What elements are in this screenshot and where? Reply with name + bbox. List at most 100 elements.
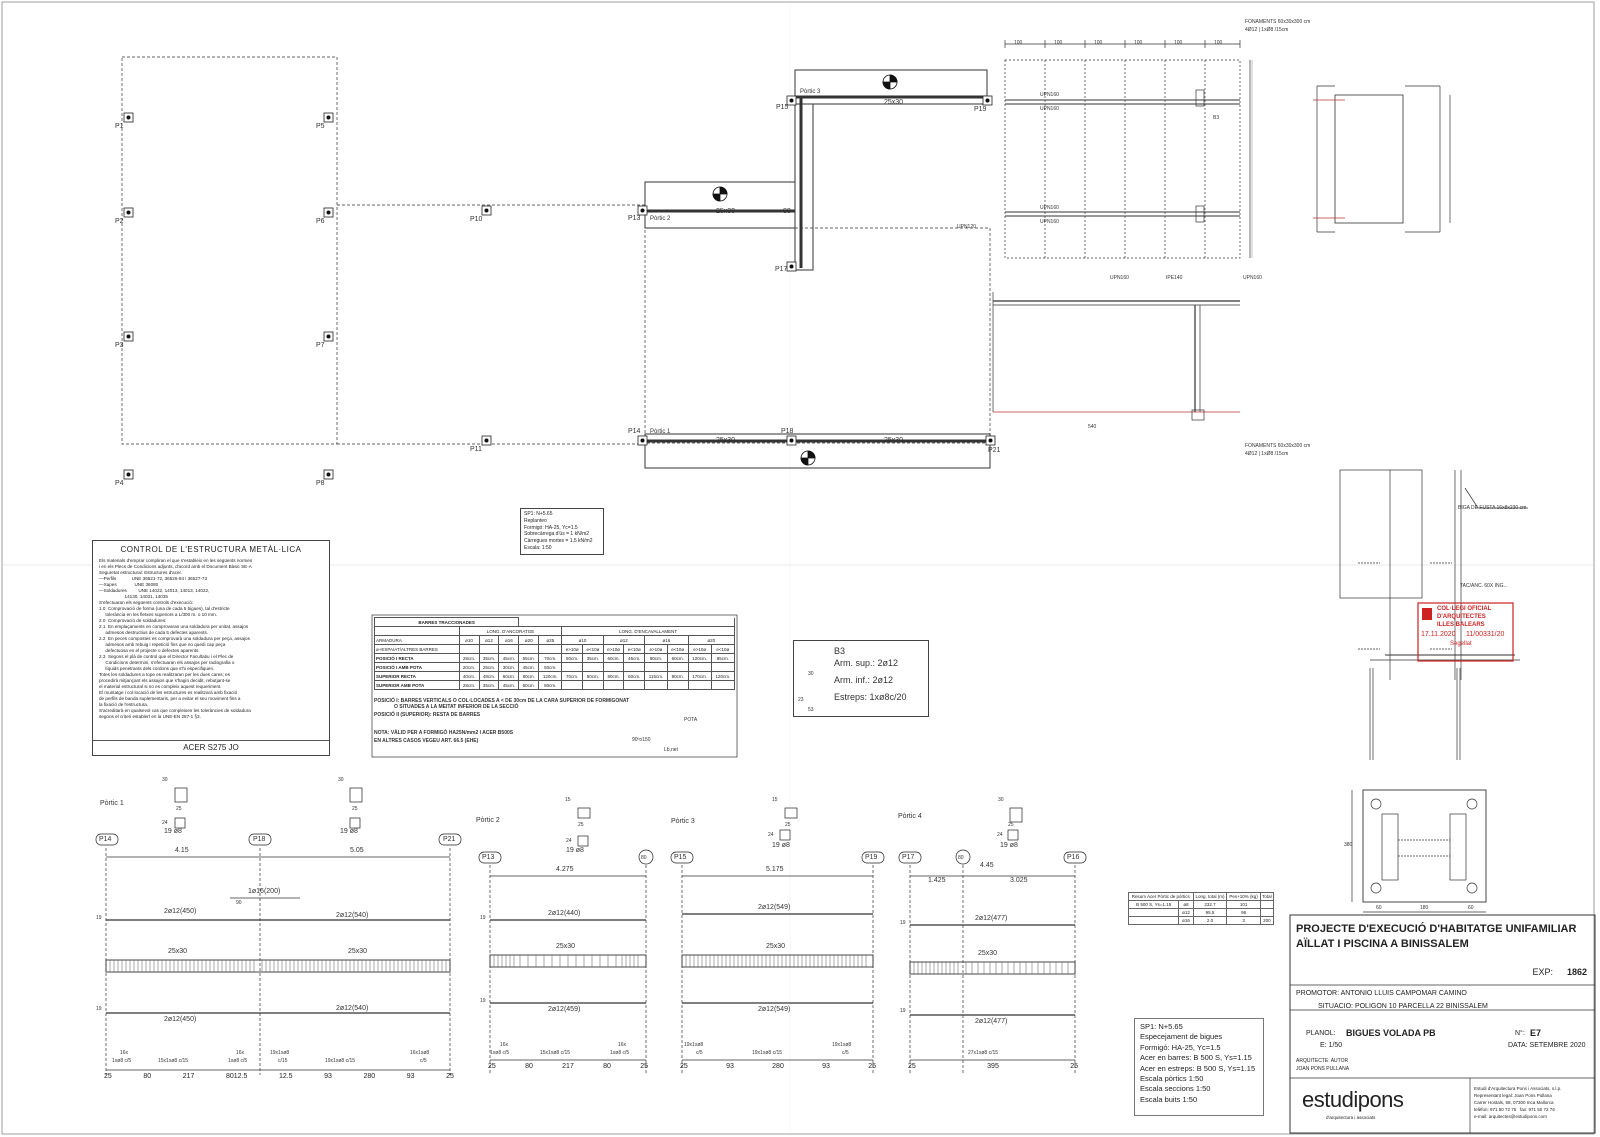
stirrup-spec: 1xø8 c/5 <box>112 1058 132 1064</box>
pillar-label: P8 <box>316 480 325 487</box>
table-cell: 40cm. <box>458 671 480 681</box>
table-cell: 35cm. <box>478 653 500 663</box>
table-cell: 80cm. <box>538 680 563 690</box>
section-dim: 24 <box>566 838 572 844</box>
stirrup-spec: 16x <box>236 1050 245 1056</box>
stirrup-spec: 16x1xø8 <box>410 1050 430 1056</box>
portic-3-plan <box>794 69 988 105</box>
table-cell: 80cm. <box>518 671 540 681</box>
stirrup-spec: 1xø8 c/5 <box>610 1050 630 1056</box>
side-dim: 19 <box>96 1006 102 1012</box>
node-label: 80 <box>958 855 964 861</box>
stirrup-label: 19 ø8 <box>566 847 584 854</box>
plano-value: BIGUES VOLADA PB <box>1346 1028 1436 1038</box>
bottom-bar: 2ø12(450) <box>164 1016 197 1023</box>
subspan-dim: 3.025 <box>1010 877 1028 884</box>
stirrup-spec: 16x <box>120 1050 129 1056</box>
tac-label: TAC/ANC. 60X ING... <box>1460 583 1508 589</box>
stirrup-spec: c/5 <box>696 1050 703 1056</box>
firm-line: e-mail: arquitectes@estudipons.com <box>1474 1114 1547 1119</box>
pillar-label: P13 <box>628 215 641 222</box>
portic-title: Pòrtic 1 <box>100 800 124 807</box>
dim-value: 395 <box>987 1063 999 1070</box>
table-cell: ø12 <box>1178 908 1194 917</box>
table-cell: POSICIÓ I RECTA <box>374 653 460 663</box>
dim-value: 93 <box>406 1073 415 1080</box>
sp1-note-line: Replanteo <box>524 517 547 524</box>
dim-value: 12.5 <box>278 1073 293 1080</box>
section-tag: 25x30 <box>556 943 576 950</box>
table-cell: 45cm. <box>623 653 646 663</box>
pillar-label: P3 <box>115 342 124 349</box>
section-dim: 30 <box>338 777 344 783</box>
table-row: BARRES TRACCIONADES <box>373 617 735 627</box>
exp-value: 1862 <box>1566 967 1587 977</box>
table-cell: ø20 <box>518 635 540 645</box>
top-dim: 100 <box>1134 40 1143 46</box>
dim-value: 80 <box>525 1063 533 1070</box>
table-cell: ø16 <box>644 635 689 645</box>
table-cell <box>644 662 668 672</box>
table-cell: ø16 <box>1178 916 1194 925</box>
project-title-line1: PROJECTE D'EXECUCIÓ D'HABITATGE UNIFAMIL… <box>1296 923 1577 935</box>
steel-control-line: —Perfils UNE 36521-72, 36526-94 i 36527-… <box>99 576 208 581</box>
dim-value: 25 <box>680 1063 688 1070</box>
table-cell: 95.5 <box>1192 908 1228 917</box>
table-cell: ø16 <box>498 635 520 645</box>
beam-label: 25x30 <box>884 99 904 106</box>
base-plate <box>1362 789 1487 903</box>
table-cell: 45cm. <box>498 680 520 690</box>
steel-control-footer: ACER S275 JO <box>93 740 329 752</box>
table-cell: e>10ø <box>602 644 625 654</box>
beam-label: 25x30 <box>884 437 904 444</box>
table-cell <box>644 680 668 690</box>
dim-value: 25 <box>868 1063 876 1070</box>
profile-label: UPN160 <box>1040 205 1059 211</box>
sp1-note-line: Càrregues mortes = 1.5 kN/m2 <box>524 538 593 545</box>
sp1-spec-line: SP1: N+5.65 <box>1140 1022 1183 1031</box>
steel-control-line: el material estructural si no es complei… <box>99 684 222 689</box>
firm-details: Estudi d'Arquitectura Pons i Associats, … <box>1474 1085 1561 1120</box>
top-bar: 2ø12(549) <box>758 904 791 911</box>
table-cell: B 500 S, Ys=1.15 <box>1127 900 1180 909</box>
table-cell: 2.0 <box>1192 916 1228 925</box>
pillar-label: P1 <box>115 123 124 130</box>
pillar-label: P14 <box>628 428 641 435</box>
stirrup-spec: 15x1xø8 c/15 <box>158 1058 189 1064</box>
stamp-line: D'ARQUITECTES <box>1437 614 1486 620</box>
side-dim: 19 <box>900 920 906 926</box>
portic-title: Pòrtic 2 <box>476 817 500 824</box>
profile-label: UPN160 <box>1110 275 1129 281</box>
steel-control-line: 1.0 Comprovació de forma (una de cada 5 … <box>99 606 230 611</box>
bottom-bar: 2ø12(477) <box>975 1018 1008 1025</box>
node-label: P15 <box>674 854 687 861</box>
pillar-label: P11 <box>470 446 482 453</box>
top-dim: 100 <box>1054 40 1063 46</box>
table-cell <box>518 617 735 627</box>
stamp-visat: Segellat <box>1450 641 1472 647</box>
rebar-note: POSICIÓ II (SUPERIOR): RESTA DE BARRES <box>374 712 481 718</box>
section-dim: 30 <box>998 797 1004 803</box>
dim-value: 25 <box>1070 1063 1078 1070</box>
side-dim: 19 <box>480 998 486 1004</box>
section-tag: 25x30 <box>168 948 188 955</box>
steel-control-line: 2.3 Segons el plà de control que el Dire… <box>99 654 234 659</box>
dim-value: 80 <box>143 1073 152 1080</box>
section-dim: 24 <box>997 832 1003 838</box>
table-cell: 20cm. <box>458 662 480 672</box>
steel-control-title: CONTROL DE L'ESTRUCTURA METÀL·LICA <box>120 545 302 554</box>
table-cell: ø20 <box>687 635 736 645</box>
section-dim: 15 <box>772 797 778 803</box>
sp1-spec-line: Acer en barres: B 500 S, Ys=1.15 <box>1140 1053 1252 1063</box>
table-cell <box>602 662 625 672</box>
table-cell: 35cm. <box>582 653 604 663</box>
table-cell: e>10ø <box>561 644 584 654</box>
table-cell <box>602 680 625 690</box>
dim-value: 8012.5 <box>225 1073 248 1080</box>
pillar-label: P6 <box>316 218 325 225</box>
table-cell: 232.7 <box>1192 900 1228 909</box>
